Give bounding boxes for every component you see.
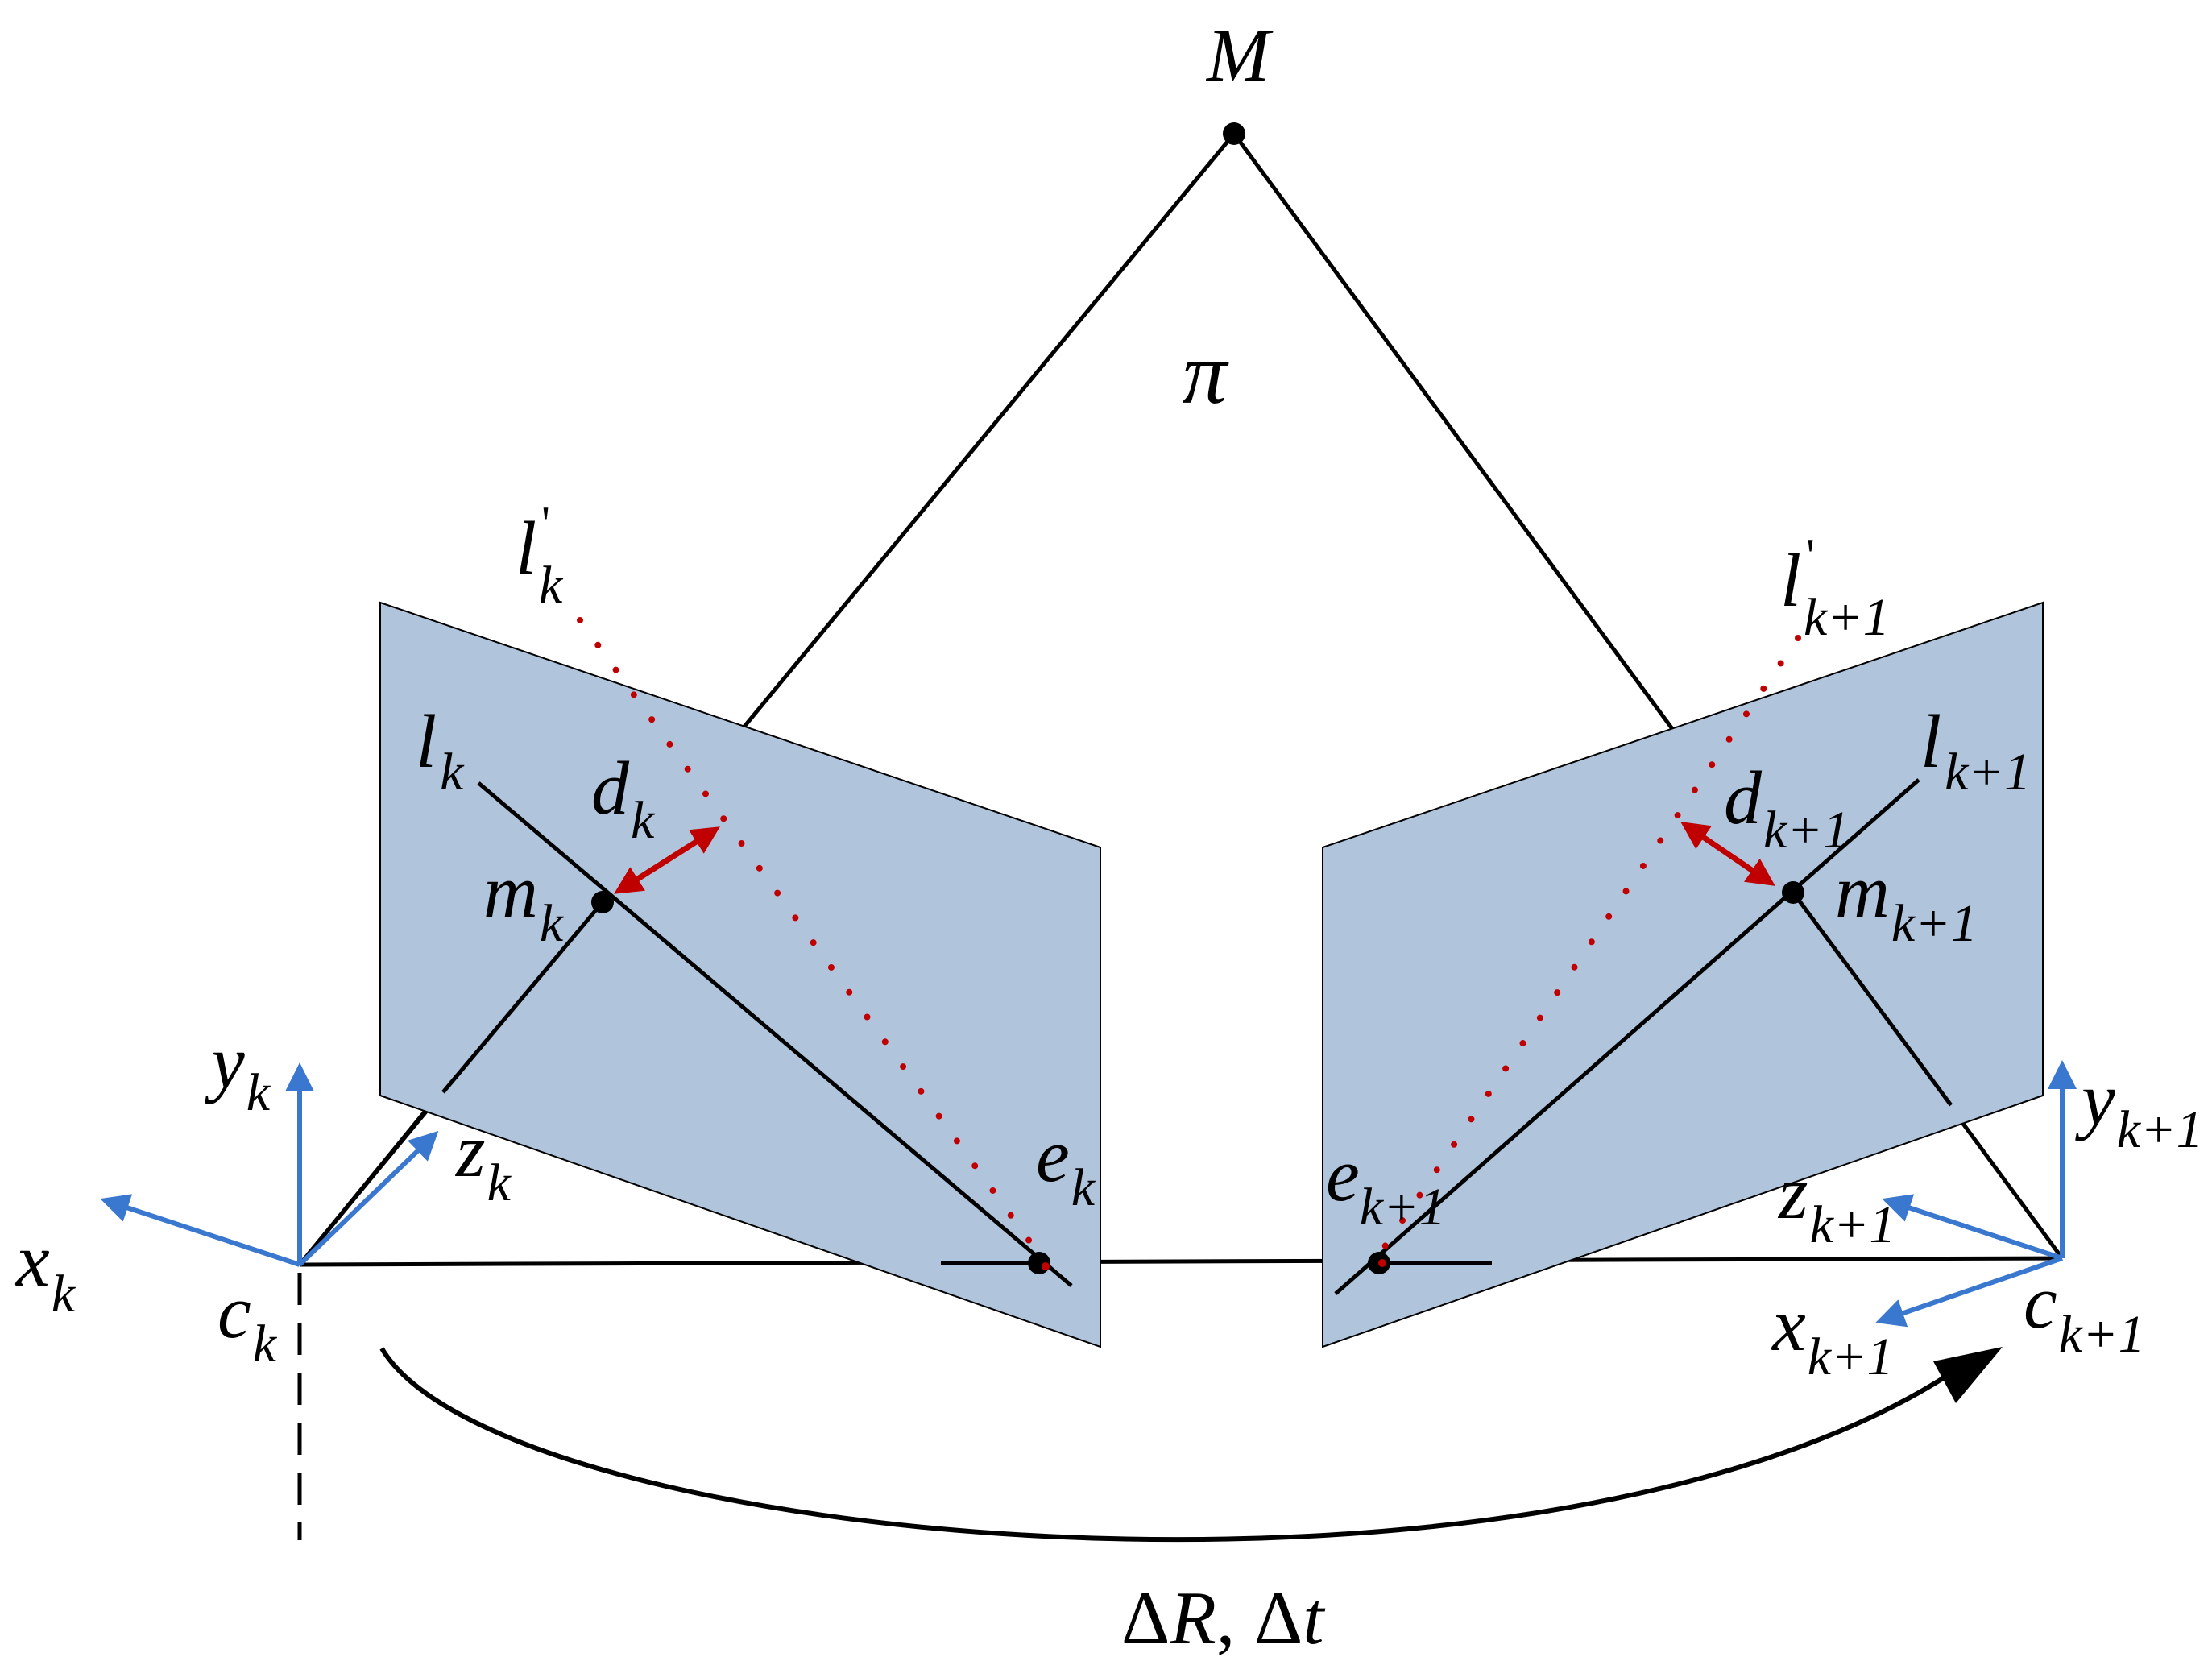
projection-ray-right (1791, 891, 1953, 1107)
epipolar-line-lk1 (1334, 778, 1920, 1295)
baseline (299, 1256, 2063, 1267)
motion-arc-arrowhead (1933, 1347, 2003, 1403)
epipolar-dotted-left (577, 617, 1052, 1271)
axis-xk1 (1875, 1256, 2063, 1328)
label-xk: xk (14, 1219, 77, 1323)
label-dk1: dk+1 (1724, 756, 1850, 859)
label-l-prime-k1: l'k+1 (1780, 529, 1890, 647)
axis-zk (297, 1130, 439, 1267)
label-xk1: xk+1 (1771, 1283, 1894, 1386)
label-pi: π (1183, 324, 1229, 422)
label-ek1: ek+1 (1326, 1133, 1446, 1236)
label-dk: dk (591, 747, 656, 850)
label-zk: zk (454, 1109, 512, 1212)
projection-ray-left (441, 901, 604, 1094)
label-mk: mk (483, 850, 565, 953)
label-zk1: zk+1 (1777, 1151, 1895, 1254)
point-M (1223, 122, 1245, 145)
distance-arrow-dk1 (1680, 822, 1775, 886)
image-plane-left (379, 601, 1101, 1348)
distance-arrow-dk (614, 826, 720, 894)
axis-xk (100, 1194, 300, 1267)
point-ek1-inner (1378, 1259, 1386, 1267)
label-motion: ΔR, Δt (1121, 1576, 1325, 1660)
label-ek: ek (1036, 1114, 1096, 1217)
label-lk1: lk+1 (1920, 700, 2031, 802)
epipolar-line-lk (477, 781, 1073, 1287)
label-ck1: ck+1 (2024, 1261, 2145, 1364)
label-yk1: yk+1 (2075, 1058, 2203, 1159)
label-yk: yk (205, 1021, 271, 1122)
point-mk (591, 891, 614, 913)
label-ck: ck (217, 1270, 278, 1373)
epipolar-dotted-right (1379, 635, 1801, 1253)
label-mk1: mk+1 (1835, 850, 1978, 953)
label-lk: lk (416, 700, 465, 802)
axis-zk1 (1882, 1194, 2063, 1261)
point-mk1 (1782, 881, 1804, 904)
motion-arc (379, 1347, 1951, 1543)
image-plane-right (1322, 601, 2044, 1348)
point-ek-inner (1042, 1262, 1050, 1270)
label-M: M (1205, 14, 1274, 97)
label-l-prime-k: l'k (516, 497, 564, 615)
